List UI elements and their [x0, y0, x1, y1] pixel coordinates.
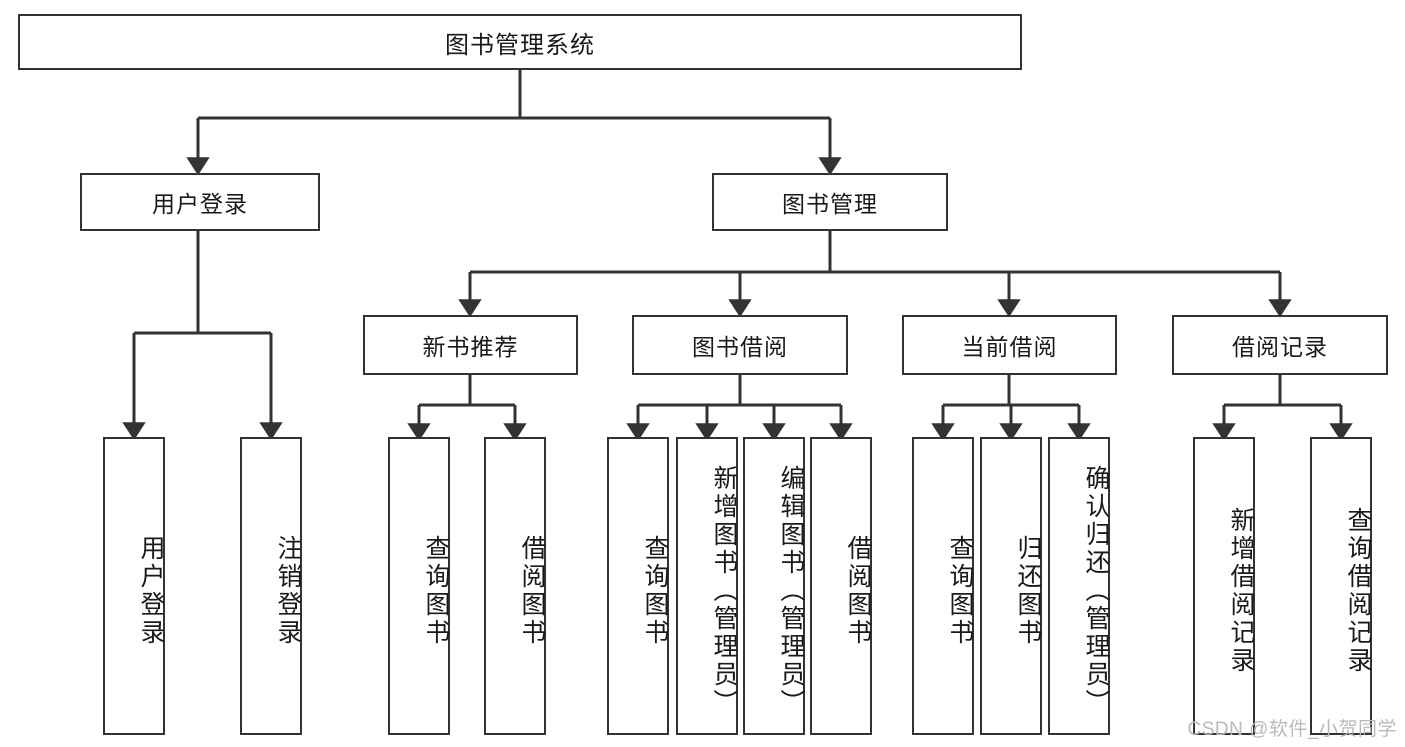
node-leaf-logout-label: 注销登录: [274, 535, 302, 647]
node-root[interactable]: 图书管理系统: [18, 14, 1022, 70]
node-leaf-user-login[interactable]: 用户登录: [103, 437, 165, 735]
node-leaf-add-record[interactable]: 新增借阅记录: [1193, 437, 1255, 735]
node-book-borrow[interactable]: 图书借阅: [632, 315, 848, 375]
node-leaf-query-book-3-label: 查询图书: [946, 535, 974, 647]
node-leaf-query-book-1-label: 查询图书: [422, 535, 450, 647]
node-leaf-query-record-label: 查询借阅记录: [1344, 507, 1372, 675]
node-leaf-query-book-1[interactable]: 查询图书: [388, 437, 450, 735]
node-borrow-record[interactable]: 借阅记录: [1172, 315, 1388, 375]
node-user-login-label: 用户登录: [152, 191, 248, 217]
node-new-book-recommend-label: 新书推荐: [422, 334, 519, 360]
node-leaf-query-record[interactable]: 查询借阅记录: [1310, 437, 1372, 735]
node-leaf-edit-book-label: 编辑图书（管理员）: [777, 465, 805, 717]
node-leaf-confirm-return-label: 确认归还（管理员）: [1082, 465, 1110, 717]
node-leaf-add-book-label: 新增图书（管理员）: [710, 465, 738, 717]
node-leaf-borrow-book-1-label: 借阅图书: [518, 535, 546, 647]
node-current-borrow-label: 当前借阅: [961, 334, 1058, 360]
node-leaf-logout[interactable]: 注销登录: [240, 437, 302, 735]
node-leaf-borrow-book-1[interactable]: 借阅图书: [484, 437, 546, 735]
node-leaf-query-book-2-label: 查询图书: [641, 535, 669, 647]
node-root-label: 图书管理系统: [445, 31, 595, 59]
node-leaf-confirm-return[interactable]: 确认归还（管理员）: [1048, 437, 1110, 735]
node-borrow-record-label: 借阅记录: [1232, 334, 1328, 360]
watermark-text: CSDN @软件_小贺同学: [1187, 719, 1397, 740]
node-user-login[interactable]: 用户登录: [80, 173, 320, 231]
node-new-book-recommend[interactable]: 新书推荐: [363, 315, 578, 375]
node-leaf-query-book-3[interactable]: 查询图书: [912, 437, 974, 735]
node-leaf-query-book-2[interactable]: 查询图书: [607, 437, 669, 735]
node-leaf-return-book[interactable]: 归还图书: [980, 437, 1042, 735]
node-leaf-edit-book[interactable]: 编辑图书（管理员）: [743, 437, 805, 735]
node-current-borrow[interactable]: 当前借阅: [902, 315, 1117, 375]
node-book-management-label: 图书管理: [782, 191, 878, 217]
node-leaf-borrow-book-2-label: 借阅图书: [844, 535, 872, 647]
node-book-management[interactable]: 图书管理: [712, 173, 948, 231]
node-leaf-user-login-label: 用户登录: [137, 535, 165, 647]
node-leaf-return-book-label: 归还图书: [1014, 535, 1042, 647]
node-leaf-add-book[interactable]: 新增图书（管理员）: [676, 437, 738, 735]
node-leaf-add-record-label: 新增借阅记录: [1227, 507, 1255, 675]
node-leaf-borrow-book-2[interactable]: 借阅图书: [810, 437, 872, 735]
node-book-borrow-label: 图书借阅: [692, 334, 788, 360]
